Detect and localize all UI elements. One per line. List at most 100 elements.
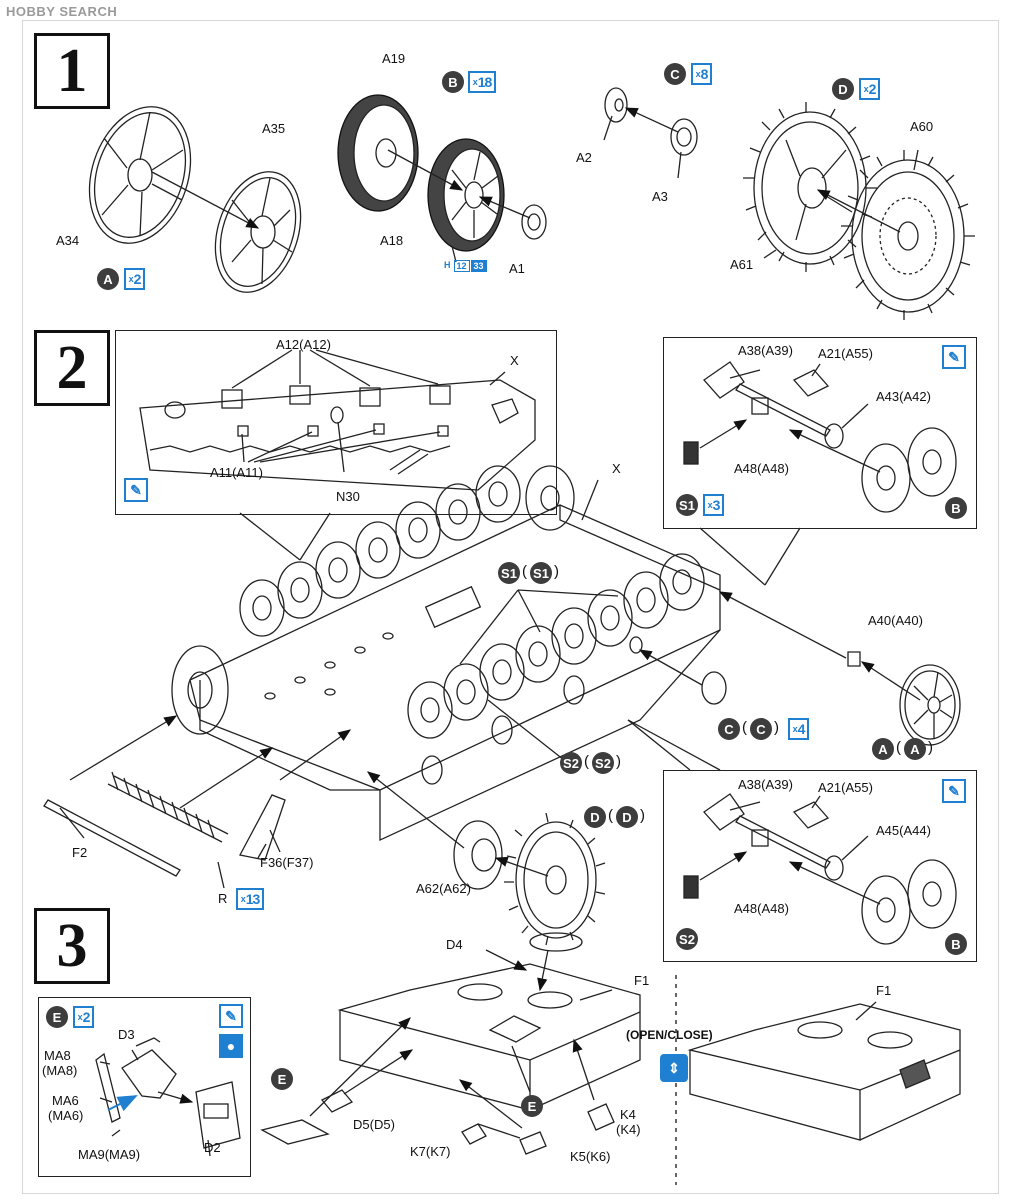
label-f1-alt: F1 xyxy=(876,983,892,998)
s1-badge: S1 xyxy=(676,494,698,516)
s2-badge-callout: S2 xyxy=(676,928,698,950)
open-close-label: (OPEN/CLOSE) xyxy=(626,1028,713,1042)
label-d2: D2 xyxy=(204,1140,221,1155)
label-a2: A2 xyxy=(576,150,592,165)
callout-right-top-box xyxy=(663,337,977,529)
part-a34-wheel-icon xyxy=(88,106,192,244)
label-a35: A35 xyxy=(262,121,286,136)
sprue-b-badge: B xyxy=(442,71,464,93)
page-frame xyxy=(22,20,999,1194)
color-code-prefix: H xyxy=(444,260,451,270)
d-paren-close: ) xyxy=(640,807,645,824)
s1-paren-open: ( xyxy=(522,563,527,580)
label-ma8-paren: (MA8) xyxy=(42,1063,78,1078)
hull-art xyxy=(189,504,721,842)
label-k4-paren: (K4) xyxy=(616,1122,641,1137)
label-rb-a45: A45(A44) xyxy=(876,823,931,838)
step-1-number: 1 xyxy=(34,33,110,109)
qty-a-value: 2 xyxy=(133,271,142,287)
s1-paren-close: ) xyxy=(554,563,559,580)
paint-brush-icon-left: ✎ xyxy=(124,478,148,502)
d-badge-main: D xyxy=(584,806,606,828)
c-paren-open: ( xyxy=(742,719,747,736)
sprue-a-badge: A xyxy=(97,268,119,290)
s2-paren-open: ( xyxy=(584,753,589,770)
part-a2-icon xyxy=(604,87,628,123)
label-a40: A40(A40) xyxy=(868,613,923,628)
qty-e-value: 2 xyxy=(82,1009,91,1025)
paint-brush-icon-rt: ✎ xyxy=(942,345,966,369)
label-a60: A60 xyxy=(910,119,934,134)
rotate-arrows-icon: ⇕ xyxy=(660,1054,688,1082)
label-a12: A12(A12) xyxy=(276,337,331,352)
label-n30: N30 xyxy=(336,489,360,504)
s2-badge-main: S2 xyxy=(560,752,582,774)
label-rb-a21: A21(A55) xyxy=(818,780,873,795)
sprue-d-badge: D xyxy=(832,78,854,100)
callout-right-bottom-art xyxy=(683,793,957,945)
step3-inset-art xyxy=(95,1037,241,1157)
step3-inset-box xyxy=(38,997,251,1177)
callout-left-art xyxy=(139,349,536,491)
callout-right-bottom-box xyxy=(663,770,977,962)
watermark: HOBBY SEARCH xyxy=(6,4,118,19)
sprocket-d-art xyxy=(504,812,606,946)
paint-brush-icon-rb: ✎ xyxy=(942,779,966,803)
c-badge-main-paren: C xyxy=(750,718,772,740)
label-a19: A19 xyxy=(382,51,406,66)
b-badge-rb: B xyxy=(945,933,967,955)
callout-right-top-art xyxy=(683,361,957,513)
a-paren-close: ) xyxy=(928,739,933,756)
label-r: R xyxy=(218,891,228,906)
label-rt-a48: A48(A48) xyxy=(734,461,789,476)
label-a18: A18 xyxy=(380,233,404,248)
label-k5: K5(K6) xyxy=(570,1149,611,1164)
c-paren-close: ) xyxy=(774,719,779,736)
d-paren-open: ( xyxy=(608,807,613,824)
s1-badge-main: S1 xyxy=(498,562,520,584)
label-k4: K4 xyxy=(620,1107,636,1122)
label-rt-a21: A21(A55) xyxy=(818,346,873,361)
label-d4: D4 xyxy=(446,937,463,952)
s2-badge-main-paren: S2 xyxy=(592,752,614,774)
label-rb-a48: A48(A48) xyxy=(734,901,789,916)
step3-art xyxy=(260,932,961,1155)
label-f2: F2 xyxy=(72,845,88,860)
front-roadwheels-art xyxy=(407,553,705,739)
e-badge-inset: E xyxy=(46,1006,68,1028)
label-rt-a43: A43(A42) xyxy=(876,389,931,404)
label-ma6: MA6 xyxy=(52,1093,79,1108)
step-3-number: 3 xyxy=(34,908,110,984)
a-badge-main-paren: A xyxy=(904,738,926,760)
label-hull-x: X xyxy=(612,461,621,476)
part-a1-hub-icon xyxy=(521,204,547,240)
label-f1: F1 xyxy=(634,973,650,988)
qty-r-value: 13 xyxy=(245,891,261,907)
label-k7: K7(K7) xyxy=(410,1144,451,1159)
d-badge-main-paren: D xyxy=(616,806,638,828)
s1-badge-main-paren: S1 xyxy=(530,562,552,584)
a-badge-main: A xyxy=(872,738,894,760)
callout-left-box xyxy=(115,330,557,515)
label-rt-a38: A38(A39) xyxy=(738,343,793,358)
a-paren-open: ( xyxy=(896,739,901,756)
s2-paren-close: ) xyxy=(616,753,621,770)
paint-drop-icon-inset: ● xyxy=(219,1034,243,1058)
color-code-12: 12 xyxy=(453,260,470,272)
label-a62: A62(A62) xyxy=(416,881,471,896)
label-ma9: MA9(MA9) xyxy=(78,1147,141,1162)
qty-b-value: 18 xyxy=(477,74,493,90)
part-a3-icon xyxy=(670,118,698,156)
back-roadwheels-art xyxy=(239,465,575,637)
b-badge-rt: B xyxy=(945,497,967,519)
idler-a-art xyxy=(899,664,961,746)
part-a61-sprocket-icon xyxy=(743,102,877,272)
label-a3: A3 xyxy=(652,189,668,204)
